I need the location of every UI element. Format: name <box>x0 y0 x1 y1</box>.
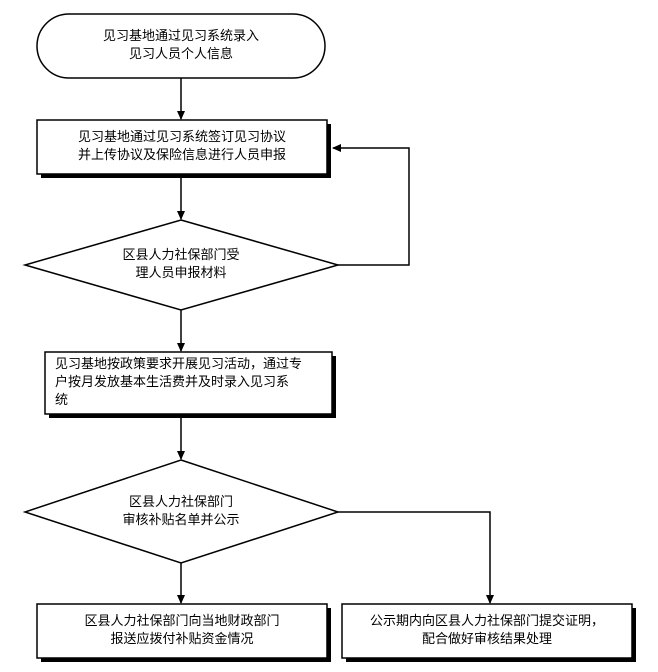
step-activity-text: 见习基地按政策要求开展见习活动，通过专 户按月发放基本生活费并及时录入见习系 统 <box>55 357 303 408</box>
arrow-accept-loopback <box>332 144 410 266</box>
start-node-text: 见习基地通过见习系统录入 见习人员个人信息 <box>102 29 259 62</box>
step-sign-text: 见习基地通过见习系统签订见习协议 并上传协议及保险信息进行人员申报 <box>77 130 286 163</box>
step-activity-shape <box>44 351 333 415</box>
step-objection-shape <box>341 603 633 659</box>
step-sign-shape <box>36 119 328 175</box>
step-sign-label: 见习基地通过见习系统签订见习协议 并上传协议及保险信息进行人员申报 <box>37 120 327 174</box>
step-objection-label: 公示期内向区县人力社保部门提交证明， 配合做好审核结果处理 <box>342 604 632 658</box>
arrow-review-to-objection <box>338 511 494 604</box>
start-node-label: 见习基地通过见习系统录入 见习人员个人信息 <box>37 14 325 78</box>
step-objection-text: 公示期内向区县人力社保部门提交证明， 配合做好审核结果处理 <box>369 614 604 647</box>
decision-accept-text: 区县人力社保部门受 理人员申报材料 <box>122 248 240 281</box>
decision-review-text: 区县人力社保部门 审核补贴名单并公示 <box>122 495 240 528</box>
step-report-label: 区县人力社保部门向当地财政部门 报送应拨付补贴资金情况 <box>37 604 327 658</box>
step-report-text: 区县人力社保部门向当地财政部门 报送应拨付补贴资金情况 <box>84 614 280 647</box>
step-report-shape <box>36 603 328 659</box>
decision-accept-label: 区县人力社保部门受 理人员申报材料 <box>60 240 302 290</box>
decision-review-label: 区县人力社保部门 审核补贴名单并公示 <box>60 487 302 537</box>
step-activity-label: 见习基地按政策要求开展见习活动，通过专 户按月发放基本生活费并及时录入见习系 统 <box>51 352 331 414</box>
